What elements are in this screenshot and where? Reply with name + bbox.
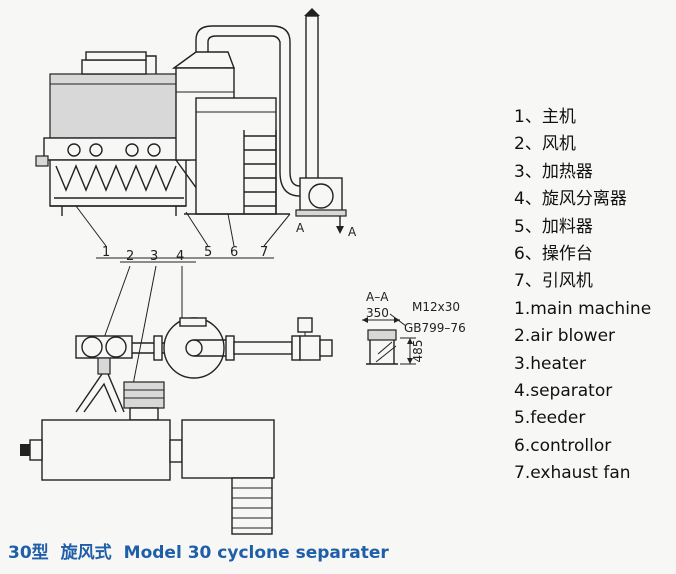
callout-2: 2 — [126, 249, 134, 264]
caption-type-cn: 旋风式 — [60, 543, 112, 563]
caption-model-en: Model 30 cyclone separater — [123, 543, 389, 563]
legend-item: 7.exhaust fan — [514, 463, 631, 484]
legend-item: 7、引风机 — [514, 271, 593, 292]
exhaust-fan-plan — [297, 317, 333, 361]
callout-3: 3 — [150, 249, 158, 264]
callout-4: 4 — [176, 249, 184, 264]
main-machine-plan — [20, 419, 183, 481]
legend-item: 2.air blower — [514, 326, 616, 347]
operating-platform — [184, 97, 290, 215]
legend-item: 3.heater — [514, 353, 586, 374]
legend-item: 5.feeder — [514, 408, 586, 429]
elevation-callouts: 1 5 6 7 — [75, 205, 291, 260]
standard-spec: GB799–76 — [404, 321, 466, 335]
legend-item: 6、操作台 — [514, 244, 593, 265]
figure-caption: 30型旋风式 Model 30 cyclone separater — [8, 538, 389, 563]
dim-height: 485 — [411, 340, 425, 363]
section-marker-right: A — [348, 225, 357, 239]
exhaust-stack — [304, 8, 320, 197]
callout-7: 7 — [260, 245, 268, 260]
plan-callouts: 2 3 4 — [103, 249, 196, 391]
callout-1: 1 — [102, 245, 110, 260]
main-machine — [35, 51, 192, 216]
legend-item: 2、风机 — [514, 134, 576, 155]
separator-plan — [132, 317, 301, 379]
section-title: A–A — [366, 290, 389, 304]
caption-model-cn: 30型 — [8, 543, 49, 563]
heater — [75, 373, 165, 421]
plan-view: 2 3 4 — [20, 249, 333, 535]
section-marker-left: A — [296, 221, 305, 235]
exhaust-fan — [295, 177, 347, 217]
legend-item: 4、旋风分离器 — [514, 189, 627, 210]
controller-plan — [181, 419, 275, 535]
callout-5: 5 — [204, 245, 212, 260]
legend-item: 6.controllor — [514, 435, 612, 456]
legend-item: 1、主机 — [514, 107, 576, 127]
dim-width: 350 — [366, 306, 389, 320]
legend-item: 5、加料器 — [514, 216, 593, 237]
legend-item: 4.separator — [514, 381, 613, 402]
legend-item: 1.main machine — [514, 298, 652, 319]
elevation-view: A A 1 5 6 7 — [35, 8, 357, 260]
section-detail: A–A M12x30 350 GB799–76 485 — [362, 290, 466, 365]
component-legend: 1、主机 2、风机 3、加热器 4、旋风分离器 5、加料器 6、操作台 7、引风… — [514, 104, 651, 488]
callout-6: 6 — [230, 245, 238, 260]
legend-item: 3、加热器 — [514, 161, 593, 182]
section-marker-a: A A — [296, 216, 357, 239]
bolt-spec: M12x30 — [412, 300, 460, 314]
air-blower — [75, 335, 133, 375]
